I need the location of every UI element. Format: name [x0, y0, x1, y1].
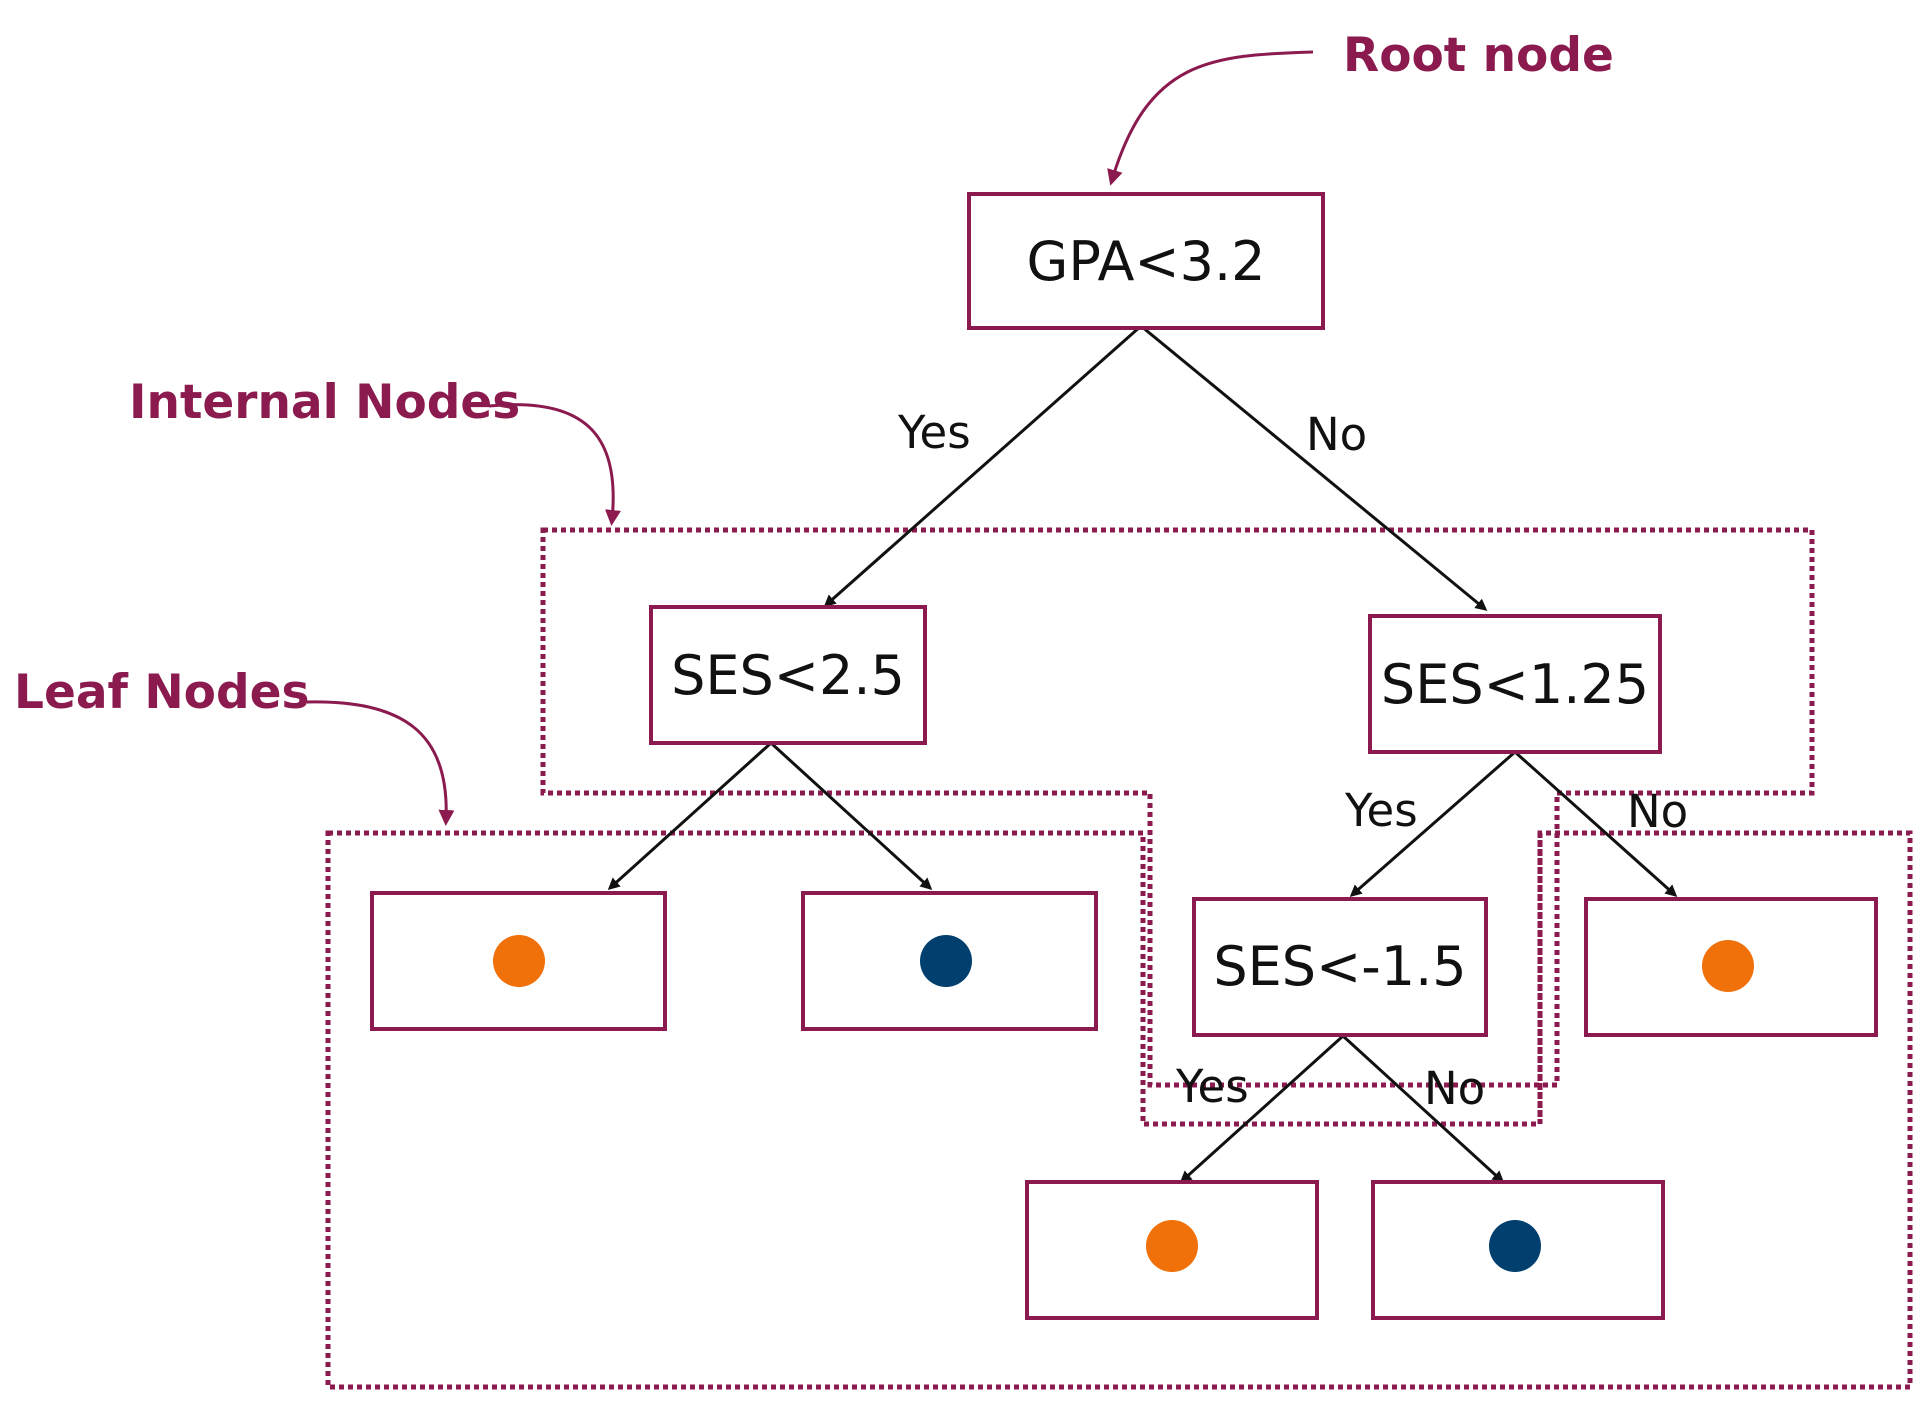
internal-nodes-annotation-arrow — [488, 403, 621, 526]
edge-label-root-yes: Yes — [897, 406, 971, 459]
root-node-annotation: Root node — [1107, 28, 1614, 186]
leaf-class-dot — [920, 935, 972, 987]
edge-label-root-no: No — [1306, 408, 1367, 461]
internal-node-lower-label: SES<-1.5 — [1213, 935, 1466, 998]
edge-right-no — [1514, 750, 1678, 897]
internal-node-right: SES<1.25 — [1368, 614, 1662, 754]
leaf-node — [1025, 1180, 1319, 1320]
edge-label-lower-no: No — [1424, 1062, 1485, 1115]
edge-label-right-no: No — [1627, 785, 1688, 838]
internal-node-right-label: SES<1.25 — [1381, 653, 1649, 716]
root-node: GPA<3.2 — [967, 192, 1325, 330]
internal-nodes-boundary — [540, 527, 1815, 1088]
leaf-node — [1584, 897, 1878, 1037]
leaf-nodes-annotation-arrow — [306, 700, 455, 826]
internal-nodes-annotation-label: Internal Nodes — [129, 375, 520, 430]
edge-root-no — [1140, 324, 1488, 611]
leaf-node — [1371, 1180, 1665, 1320]
internal-nodes-group — [540, 527, 1815, 1088]
edges — [607, 324, 1678, 1184]
edge-right-yes — [1349, 750, 1516, 897]
leaf-class-dot — [1702, 940, 1754, 992]
internal-nodes-annotation: Internal Nodes — [129, 375, 621, 526]
internal-node-left: SES<2.5 — [649, 605, 927, 745]
leaf-node — [370, 891, 667, 1031]
leaf-class-dot — [493, 935, 545, 987]
edge-lower-no — [1341, 1034, 1505, 1184]
edge-label-lower-yes: Yes — [1175, 1060, 1249, 1113]
leaf-class-dot — [1146, 1220, 1198, 1272]
edge-lower-yes — [1179, 1034, 1345, 1184]
edge-left-yes — [607, 741, 773, 891]
leaf-nodes-annotation-label: Leaf Nodes — [14, 665, 309, 720]
leaf-nodes-group — [325, 830, 1913, 1390]
edge-root-yes — [823, 324, 1142, 607]
leaf-class-dot — [1489, 1220, 1541, 1272]
leaf-node — [801, 891, 1098, 1031]
internal-node-lower: SES<-1.5 — [1192, 897, 1488, 1037]
root-node-annotation-label: Root node — [1343, 28, 1614, 83]
internal-node-left-label: SES<2.5 — [671, 644, 905, 707]
edge-label-right-yes: Yes — [1344, 784, 1418, 837]
leaf-nodes-annotation: Leaf Nodes — [14, 665, 455, 826]
edge-left-no — [769, 741, 933, 891]
root-node-label: GPA<3.2 — [1026, 230, 1265, 293]
root-node-annotation-arrow — [1107, 50, 1314, 186]
